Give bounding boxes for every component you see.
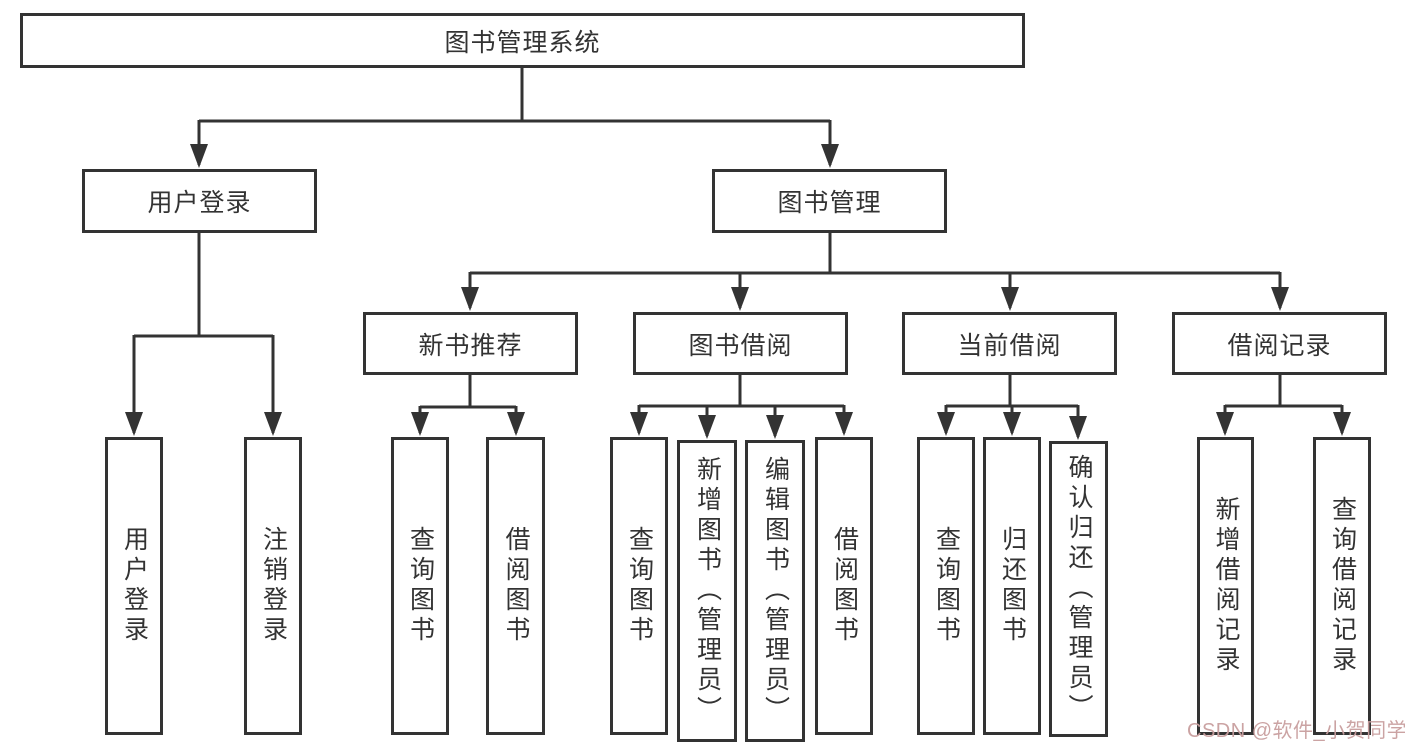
node-book-borrow-label: 图书借阅 <box>688 331 793 360</box>
leaf-query-borrow-record-label: 查询借阅记录 <box>1328 496 1357 676</box>
edge-new-book-recommend-children <box>411 375 525 436</box>
node-user-login-label: 用户登录 <box>147 189 252 217</box>
node-book-management-label: 图书管理 <box>777 189 882 217</box>
csdn-watermark: CSDN @软件_小贺同学 <box>1187 720 1405 742</box>
leaf-user-login: 用户登录 <box>105 437 163 735</box>
node-current-borrow: 当前借阅 <box>902 312 1117 375</box>
node-user-login: 用户登录 <box>82 169 317 233</box>
edge-current-borrow-children <box>937 375 1087 440</box>
root-node-label: 图书管理系统 <box>444 28 601 57</box>
leaf-borrow-books-2: 借阅图书 <box>815 437 873 735</box>
node-new-book-recommend-label: 新书推荐 <box>418 331 523 360</box>
leaf-logout: 注销登录 <box>244 437 302 735</box>
leaf-query-books-3: 查询图书 <box>917 437 975 735</box>
node-borrow-records-label: 借阅记录 <box>1227 331 1332 360</box>
node-book-management: 图书管理 <box>712 169 947 233</box>
leaf-add-borrow-record: 新增借阅记录 <box>1197 437 1254 735</box>
leaf-logout-label: 注销登录 <box>259 526 288 646</box>
edge-book-management-children <box>461 233 1289 311</box>
leaf-confirm-return-admin-label: 确认归还（管理员） <box>1065 454 1093 724</box>
root-node-book-management-system: 图书管理系统 <box>20 13 1025 68</box>
leaf-borrow-books-1-label: 借阅图书 <box>502 526 530 646</box>
node-new-book-recommend: 新书推荐 <box>363 312 578 375</box>
leaf-query-books-1-label: 查询图书 <box>406 526 435 646</box>
edge-user-login-children <box>125 233 282 436</box>
leaf-edit-books-admin-label: 编辑图书（管理员） <box>761 456 790 726</box>
leaf-edit-books-admin: 编辑图书（管理员） <box>745 440 805 742</box>
leaf-query-books-3-label: 查询图书 <box>932 526 961 646</box>
leaf-add-borrow-record-label: 新增借阅记录 <box>1212 496 1240 676</box>
leaf-add-books-admin-label: 新增图书（管理员） <box>693 456 722 726</box>
edges-group <box>125 68 1351 440</box>
leaf-return-books-label: 归还图书 <box>998 526 1027 646</box>
node-book-borrow: 图书借阅 <box>633 312 848 375</box>
leaf-user-login-label: 用户登录 <box>120 526 149 646</box>
node-current-borrow-label: 当前借阅 <box>957 331 1062 360</box>
edge-root-to-level1 <box>190 68 839 168</box>
leaf-query-books-2: 查询图书 <box>610 437 668 735</box>
leaf-query-borrow-record: 查询借阅记录 <box>1313 437 1371 735</box>
node-borrow-records: 借阅记录 <box>1172 312 1387 375</box>
leaf-confirm-return-admin: 确认归还（管理员） <box>1049 441 1108 737</box>
leaf-query-books-1: 查询图书 <box>391 437 449 735</box>
leaf-return-books: 归还图书 <box>983 437 1041 735</box>
leaf-borrow-books-1: 借阅图书 <box>486 437 545 735</box>
leaf-borrow-books-2-label: 借阅图书 <box>830 526 859 646</box>
edge-book-borrow-children <box>630 375 853 439</box>
leaf-add-books-admin: 新增图书（管理员） <box>677 440 737 742</box>
edge-borrow-records-children <box>1216 375 1351 436</box>
leaf-query-books-2-label: 查询图书 <box>625 526 654 646</box>
